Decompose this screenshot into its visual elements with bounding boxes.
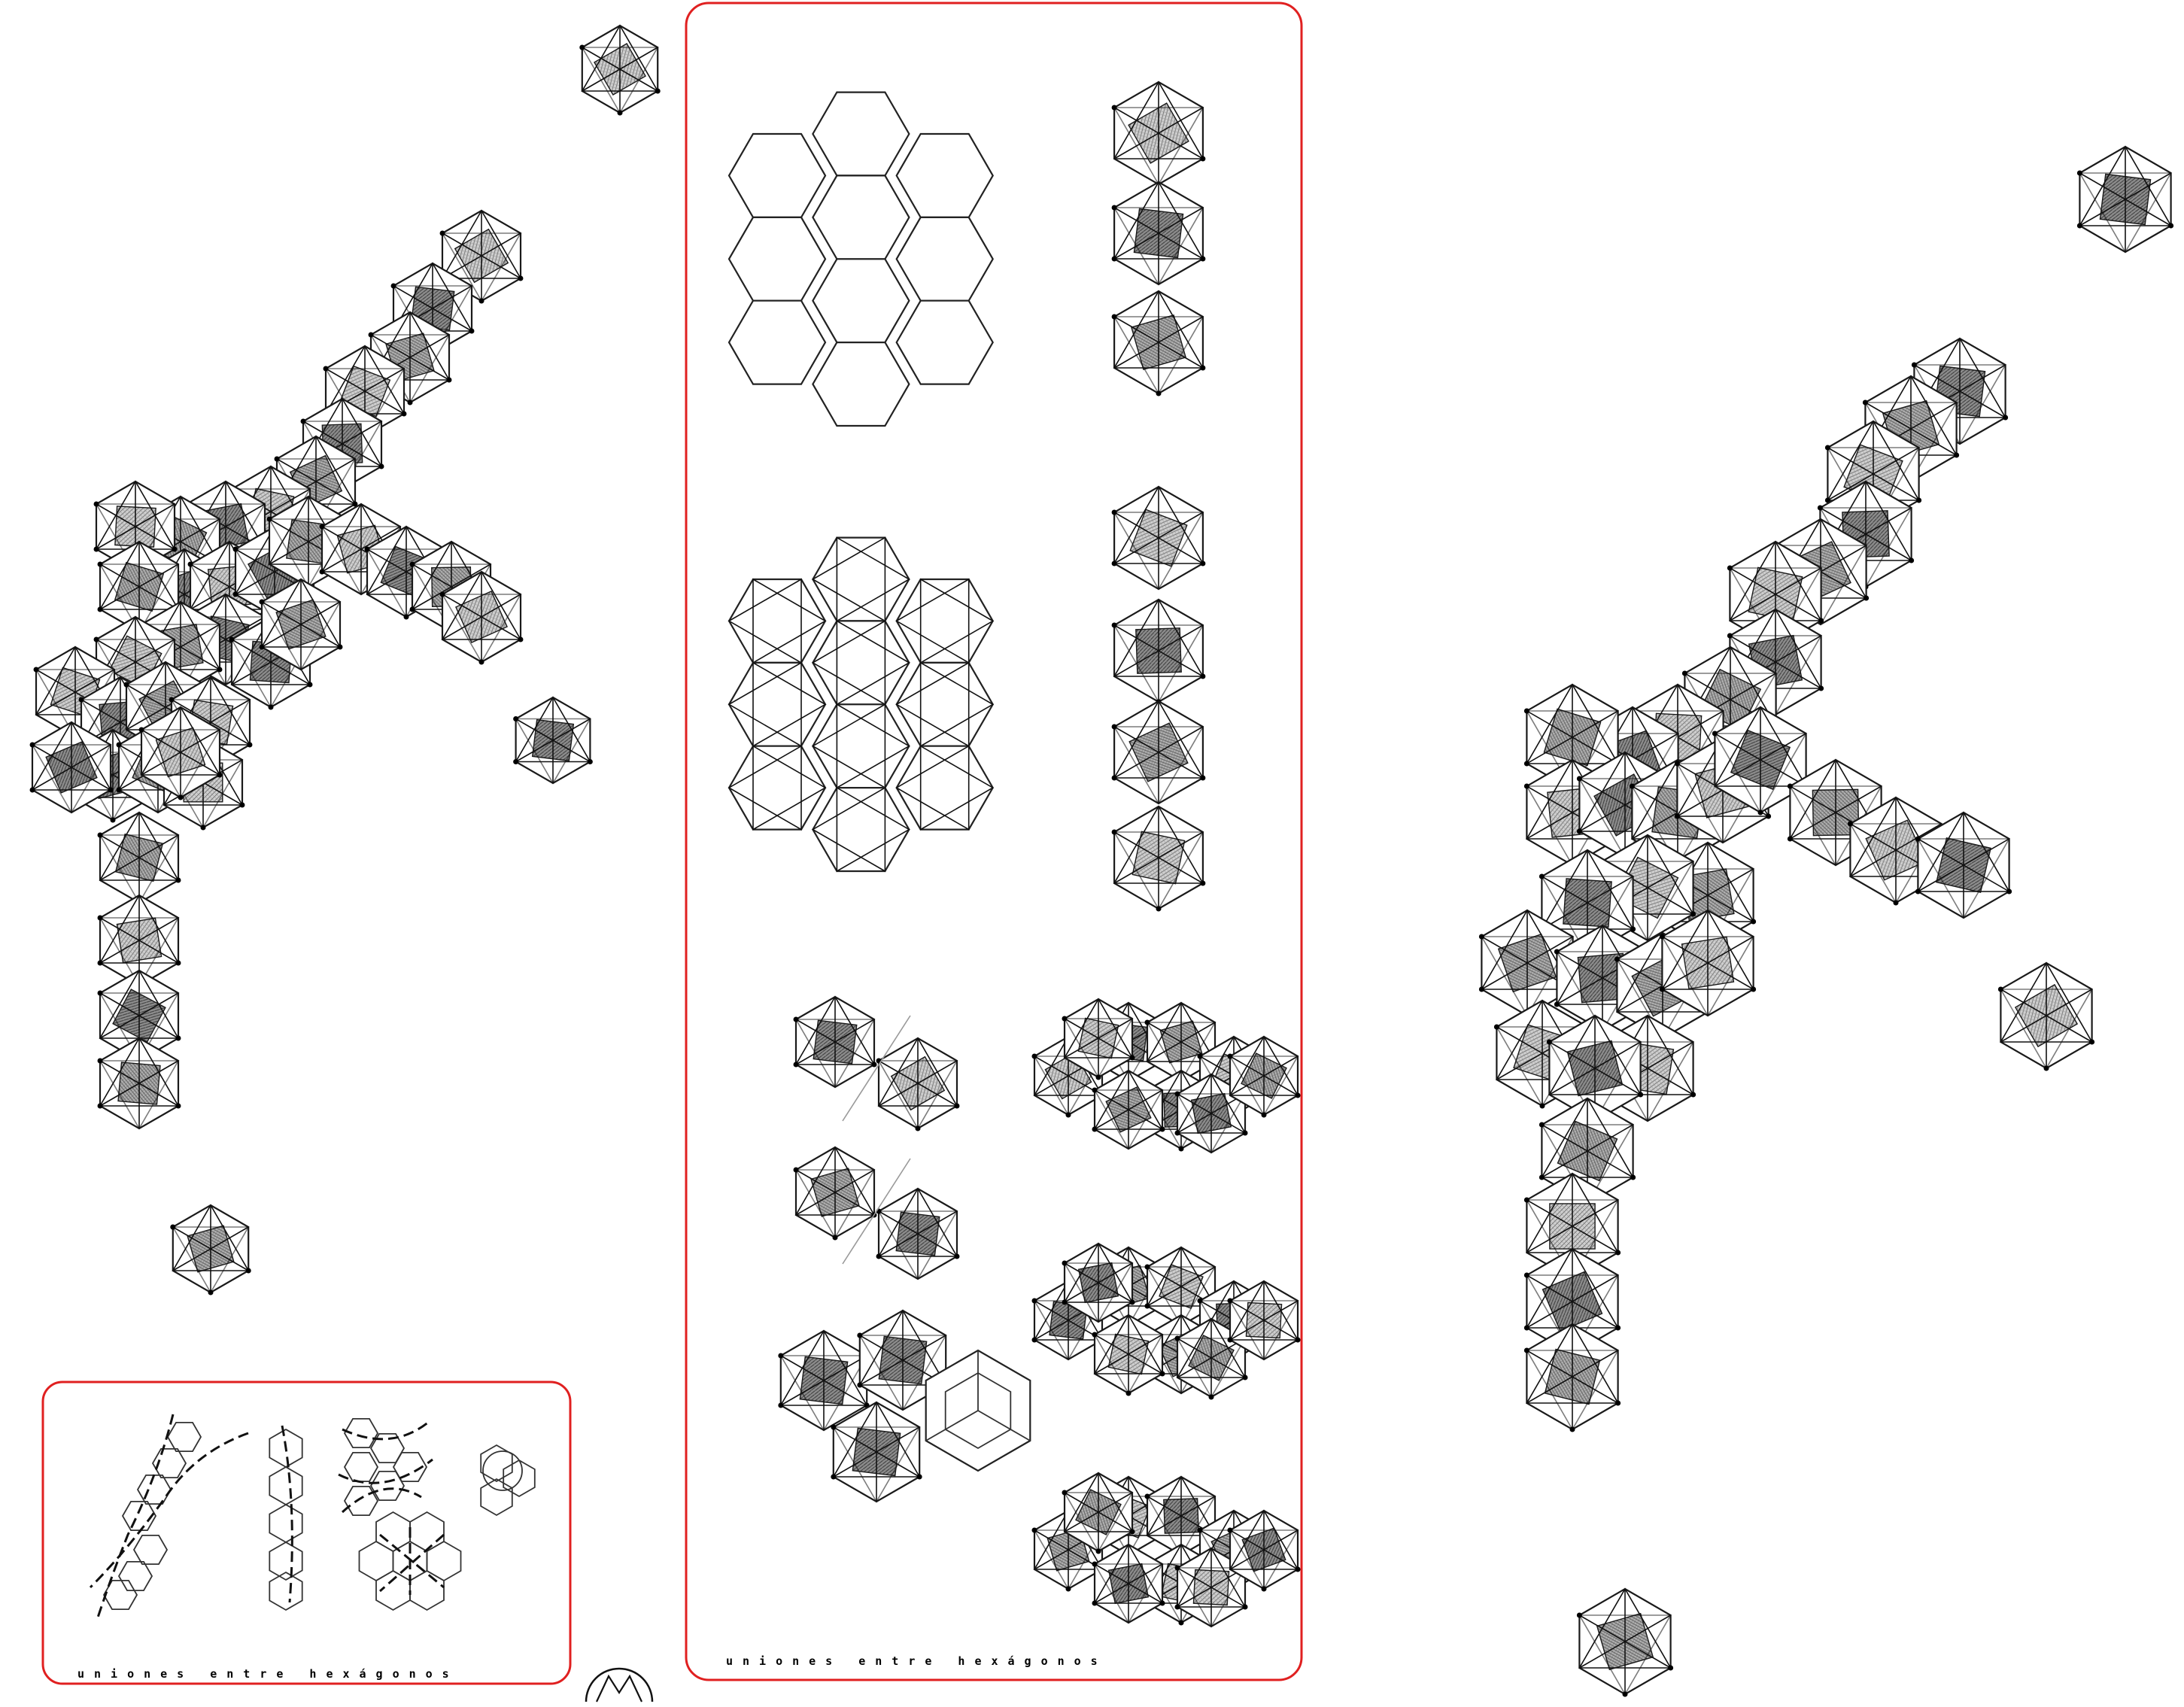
lattice-grid-hexagon (813, 621, 909, 704)
lattice-grid-hexagon (729, 746, 825, 830)
loose-tile-bottom-left (170, 1205, 251, 1295)
join-curve (380, 1527, 444, 1595)
plain-grid-hexagon (813, 175, 909, 259)
left-hexagon-cluster (30, 211, 524, 1128)
join-curve (90, 1433, 248, 1587)
lattice-grid-hexagon (813, 538, 909, 621)
plain-grid-hexagon (813, 259, 909, 342)
sketch-hexagon (168, 1423, 201, 1451)
sketch-hexagon (138, 1475, 171, 1504)
sketch-hexagon (134, 1535, 167, 1564)
north-arrow-icon (586, 1669, 652, 1702)
loose-tile-top-right (2077, 147, 2173, 252)
tile-type-sample (1112, 182, 1206, 284)
lattice-grid-hexagon (813, 788, 909, 871)
lattice-grid-hexagon (729, 579, 825, 663)
plain-grid-hexagon (897, 134, 993, 217)
bottom-left-panel-caption: uniones entre hexágonos (77, 1667, 459, 1681)
join-ring (483, 1451, 522, 1490)
plain-grid-hexagon (813, 93, 909, 176)
sketch-hexagon (345, 1487, 378, 1515)
plain-grid-hexagon (897, 301, 993, 384)
sketch-hexagon (269, 1542, 302, 1580)
sketch-hexagon (503, 1460, 535, 1496)
plain-hexagon-grid (729, 93, 993, 426)
sketch-hexagon (410, 1512, 444, 1551)
join-curve (342, 1422, 429, 1439)
two-tile-join-a (876, 1038, 960, 1131)
left-cluster-tile (98, 1038, 181, 1128)
bottom-left-panel-frame (43, 1382, 570, 1684)
center-panel-caption: uniones entre hexágonos (726, 1654, 1107, 1668)
plain-grid-hexagon (729, 301, 825, 384)
sketch-hexagon (481, 1479, 512, 1515)
right-hexagon-cluster (1479, 339, 2012, 1432)
tile-type-sample (1112, 600, 1206, 705)
loose-tile-mid-left (513, 697, 593, 783)
sketch-hexagon (269, 1572, 302, 1610)
lattice-grid-hexagon (813, 704, 909, 788)
right-cluster-tile (1524, 1324, 1621, 1432)
hexagon-join-examples (778, 997, 1300, 1627)
sketch-hexagon (269, 1505, 302, 1542)
plain-grid-hexagon (813, 342, 909, 426)
loose-tile-bottom-right (1577, 1589, 1673, 1697)
plain-grid-hexagon (729, 217, 825, 301)
tile-type-sample (1112, 806, 1206, 912)
sketch-hexagon (269, 1467, 302, 1505)
lattice-grid-hexagon (897, 579, 993, 663)
plain-grid-hexagon (897, 217, 993, 301)
tile-type-sample (1112, 487, 1206, 589)
loose-tile-top (579, 26, 660, 116)
sketch-hexagon (119, 1562, 152, 1590)
tile-type-samples (1112, 82, 1206, 912)
sketch-hexagon (345, 1453, 378, 1481)
two-tile-join-b (876, 1189, 960, 1279)
join-curve (282, 1426, 292, 1602)
lattice-grid-hexagon (897, 746, 993, 830)
sketch-hexagon (410, 1571, 444, 1610)
lattice-grid-hexagon (729, 663, 825, 746)
sketch-hexagon (481, 1445, 512, 1481)
sketch-hexagon (360, 1541, 393, 1581)
tile-type-sample (1112, 82, 1206, 187)
sketch-hexagon (427, 1541, 461, 1581)
lattice-grid-hexagon (897, 663, 993, 746)
join-sketches (90, 1414, 535, 1617)
two-tile-join-b (794, 1147, 877, 1241)
tile-type-sample (1112, 291, 1206, 396)
loose-tile-mid-right (1998, 963, 2094, 1071)
tile-type-sample (1112, 701, 1206, 803)
lattice-hexagon-grid (729, 538, 993, 871)
left-cluster-tile (98, 812, 181, 906)
two-tile-join-a (794, 997, 877, 1087)
plain-grid-hexagon (729, 134, 825, 217)
